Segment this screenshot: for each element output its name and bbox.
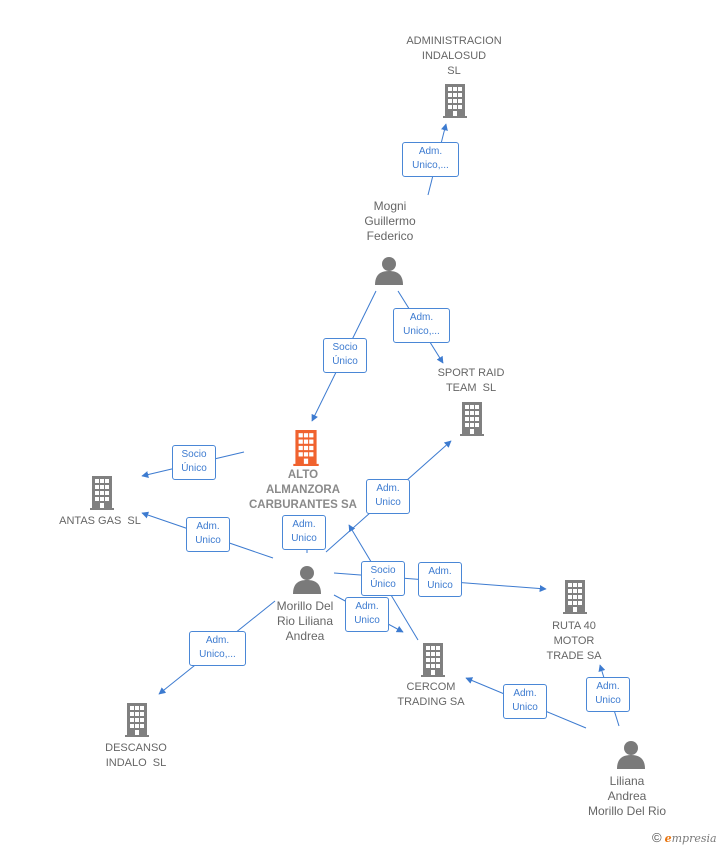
label-line: Morillo Del: [276, 599, 334, 613]
edge-label-line: Único: [332, 356, 358, 367]
edge-label-line: Unico: [195, 535, 221, 546]
edge-label-line: Unico: [291, 533, 317, 544]
edge-label[interactable]: Socio Único: [172, 445, 216, 480]
edge-label-line: Unico,...: [199, 649, 236, 660]
edge-label-line: Unico,...: [403, 326, 440, 337]
label-line: Liliana: [609, 774, 645, 788]
node-label-ruta[interactable]: RUTA 40 MOTOR TRADE SA: [499, 619, 649, 664]
building-icon[interactable]: [443, 84, 467, 118]
edge-label[interactable]: Adm. Unico: [586, 677, 630, 712]
edge-label-line: Unico: [512, 702, 538, 713]
edge-label-line: Adm.: [376, 483, 400, 494]
label-line: ALTO: [287, 469, 319, 481]
edge-label-line: Adm.: [418, 146, 443, 157]
node-label-liliana[interactable]: Liliana Andrea Morillo Del Rio: [552, 774, 702, 819]
building-icon[interactable]: [421, 643, 445, 677]
edge-label-line: Unico,...: [412, 160, 449, 171]
label-line: Andrea: [607, 789, 647, 803]
edge-label[interactable]: Adm. Unico: [345, 597, 389, 632]
node-label-antas[interactable]: ANTAS GAS SL: [25, 514, 175, 529]
building-icon[interactable]: [125, 703, 149, 737]
edge-label[interactable]: Adm. Unico: [366, 479, 410, 514]
edge-label-line: Socio: [332, 342, 358, 353]
edge-label-line: Socio: [181, 449, 207, 460]
building-icon[interactable]: [293, 430, 319, 466]
edge-label-line: Unico: [375, 497, 401, 508]
node-label-morillo[interactable]: Morillo Del Rio Liliana Andrea: [230, 599, 380, 644]
copyright-icon: ©: [652, 830, 662, 845]
person-icon[interactable]: [293, 566, 321, 594]
edge-label-line: Adm.: [409, 312, 434, 323]
edge-label-line: Único: [181, 463, 207, 474]
label-line: SL: [447, 65, 461, 77]
label-line: MOTOR: [553, 635, 595, 647]
person-icon[interactable]: [617, 741, 645, 769]
edge-label-line: Adm.: [428, 566, 452, 577]
edge-label-line: Adm.: [596, 681, 620, 692]
label-line: Morillo Del Rio: [587, 804, 667, 818]
label-line: RUTA 40: [552, 620, 596, 632]
edge-label-line: Adm.: [205, 635, 230, 646]
edge-label-line: Adm.: [355, 601, 379, 612]
label-line: TRADE SA: [546, 650, 602, 662]
edge-label[interactable]: Socio Único: [361, 561, 405, 596]
label-line: Federico: [366, 229, 414, 243]
edge-label-line: Unico: [595, 695, 621, 706]
label-line: ADMINISTRACION: [406, 35, 502, 47]
edge-label-line: Unico: [427, 580, 453, 591]
edge-label[interactable]: Adm. Unico,...: [189, 631, 246, 666]
edge-label-line: Adm.: [196, 521, 220, 532]
node-label-mogni[interactable]: Mogni Guillermo Federico: [315, 199, 465, 244]
brand-initial: e: [664, 832, 672, 845]
building-icon[interactable]: [460, 402, 484, 436]
label-line: DESCANSO: [105, 742, 167, 754]
edge-label[interactable]: Adm. Unico: [418, 562, 462, 597]
edge-label[interactable]: Socio Único: [323, 338, 367, 373]
node-label-administracion[interactable]: ADMINISTRACION INDALOSUD SL: [379, 34, 529, 79]
edge-label[interactable]: Adm. Unico,...: [393, 308, 450, 343]
label-line: Guillermo: [364, 214, 416, 228]
brand-name: mpresia: [671, 832, 717, 845]
edge-label[interactable]: Adm. Unico: [282, 515, 326, 550]
label-line: CERCOM: [406, 681, 456, 693]
label-line: CARBURANTES SA: [249, 499, 357, 511]
edge-label-line: Socio: [370, 565, 396, 576]
label-line: Andrea: [285, 629, 325, 643]
edge-label[interactable]: Adm. Unico: [503, 684, 547, 719]
node-label-sport[interactable]: SPORT RAID TEAM SL: [396, 366, 546, 396]
edge-label-line: Único: [370, 579, 396, 590]
edge-label-line: Adm.: [292, 519, 316, 530]
building-icon[interactable]: [90, 476, 114, 510]
node-label-cercom[interactable]: CERCOM TRADING SA: [356, 680, 506, 710]
label-line: TEAM SL: [445, 382, 497, 394]
person-icon[interactable]: [375, 257, 403, 285]
edge-label-line: Adm.: [513, 688, 537, 699]
label-line: Mogni: [373, 199, 407, 213]
edge-label[interactable]: Adm. Unico,...: [402, 142, 459, 177]
building-icon[interactable]: [563, 580, 587, 614]
edge-label-line: Unico: [354, 615, 380, 626]
label-line: INDALOSUD: [421, 50, 487, 62]
label-line: ALMANZORA: [265, 484, 341, 496]
label-line: TRADING SA: [397, 696, 465, 708]
label-line: ANTAS GAS SL: [59, 515, 141, 527]
node-label-descanso[interactable]: DESCANSO INDALO SL: [61, 741, 211, 771]
brand-watermark: ©empresia: [652, 830, 717, 845]
edge-label[interactable]: Adm. Unico: [186, 517, 230, 552]
label-line: SPORT RAID: [437, 367, 505, 379]
label-line: INDALO SL: [105, 757, 167, 769]
node-label-alto[interactable]: ALTO ALMANZORA CARBURANTES SA: [228, 468, 378, 513]
label-line: Rio Liliana: [276, 614, 334, 628]
